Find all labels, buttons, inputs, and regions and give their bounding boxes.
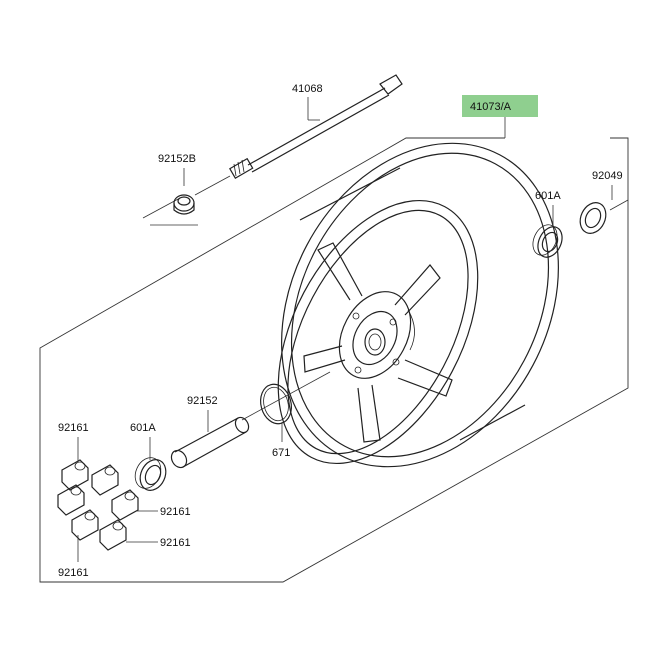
label-spacer: 92152 <box>187 395 218 407</box>
label-o-ring: 671 <box>272 447 290 459</box>
label-damper-mid: 92161 <box>160 506 191 518</box>
label-bearing-right: 601A <box>535 190 561 202</box>
frame-outline <box>39 137 629 583</box>
o-ring[interactable] <box>256 381 295 427</box>
bearing-left[interactable] <box>130 453 170 494</box>
axle[interactable] <box>194 74 403 196</box>
label-axle: 41068 <box>292 83 323 95</box>
label-bearing-left: 601A <box>130 422 156 434</box>
wheel-rim[interactable] <box>227 95 613 515</box>
wheel-label-highlight <box>462 95 538 117</box>
label-damper-bottom-right: 92161 <box>160 537 191 549</box>
collar-92152b[interactable] <box>173 194 195 215</box>
label-collar-left: 92152B <box>158 153 196 165</box>
bearing-right[interactable] <box>528 221 566 261</box>
label-oil-seal: 92049 <box>592 170 623 182</box>
label-damper-bottom-left: 92161 <box>58 567 89 579</box>
label-damper-top: 92161 <box>58 422 89 434</box>
oil-seal[interactable] <box>575 198 610 237</box>
damper-rubbers[interactable] <box>57 459 139 551</box>
spacer-92152[interactable] <box>168 415 251 470</box>
label-wheel: 41073/A <box>470 101 512 113</box>
